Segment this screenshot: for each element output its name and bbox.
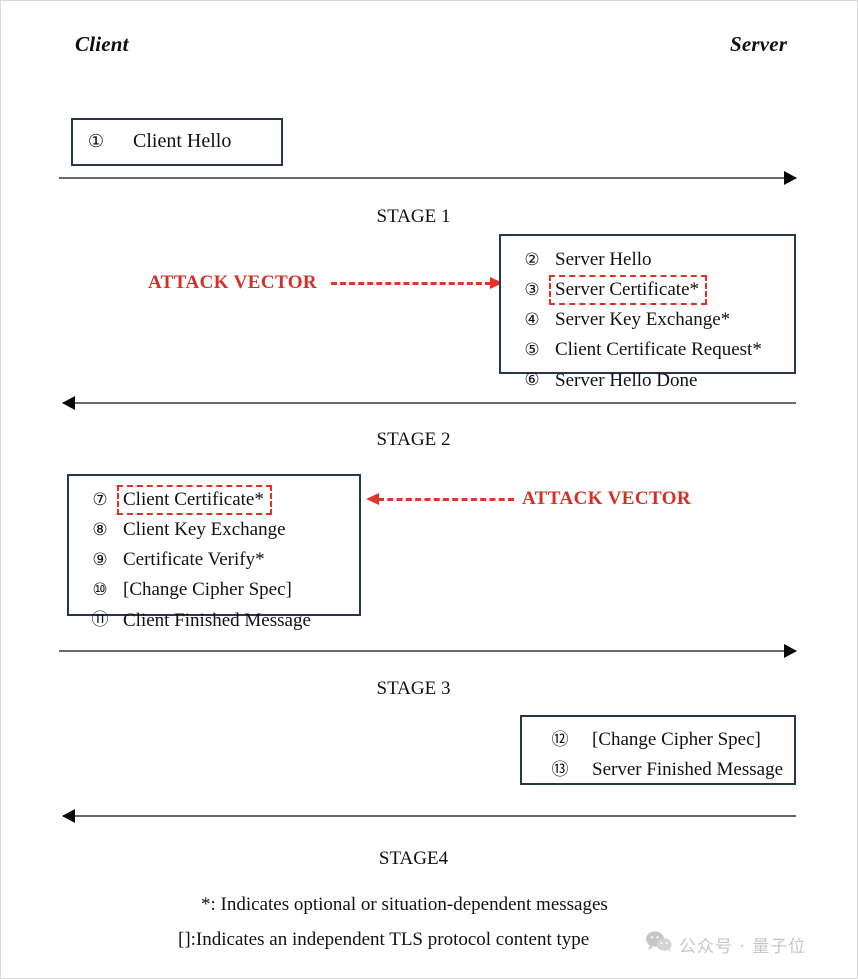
message-label: [Change Cipher Spec] <box>123 579 292 601</box>
message-row: ⑨ Certificate Verify* <box>83 545 359 575</box>
message-list: ⑫ [Change Cipher Spec] ⑬ Server Finished… <box>540 725 794 785</box>
message-row: ③ Server Certificate* <box>515 275 794 306</box>
arrow-head-left <box>62 396 75 410</box>
message-number: ⑬ <box>551 759 569 780</box>
attack-vector-label-server: ATTACK VECTOR <box>148 272 318 293</box>
message-row: ⑦ Client Certificate* <box>83 485 359 516</box>
attack-vector-label-client: ATTACK VECTOR <box>522 488 692 509</box>
arrow-head-right <box>784 171 797 185</box>
message-number: ① <box>87 131 105 152</box>
arrow-head-right <box>784 644 797 658</box>
dashed-line <box>378 498 514 501</box>
footnote-asterisk: *: Indicates optional or situation-depen… <box>201 894 608 915</box>
message-label: [Change Cipher Spec] <box>592 729 761 750</box>
message-row: ⑩ [Change Cipher Spec] <box>83 575 359 605</box>
message-label: Server Key Exchange* <box>555 309 731 331</box>
server-column-heading: Server <box>730 32 788 56</box>
message-label-highlighted: Client Certificate* <box>117 485 272 516</box>
message-label: Server Hello <box>555 249 652 270</box>
message-row: ⑧ Client Key Exchange <box>83 515 359 545</box>
message-number: ⑩ <box>92 579 108 600</box>
attack-vector-arrow-client <box>366 493 514 505</box>
wechat-icon <box>646 931 672 957</box>
message-label: Client Certificate Request* <box>555 339 762 361</box>
message-label-highlighted: Server Certificate* <box>549 275 708 306</box>
flow-arrow-stage-2 <box>62 396 796 410</box>
message-number: ⑦ <box>92 489 108 510</box>
arrow-head-left <box>62 809 75 823</box>
arrow-shaft <box>63 815 796 817</box>
message-number: ⑫ <box>551 729 569 750</box>
watermark-text: 公众号 · 量子位 <box>679 936 807 957</box>
message-number: ⑤ <box>524 339 540 360</box>
message-label: Server Hello Done <box>555 369 698 391</box>
attack-vector-arrow-server <box>331 277 503 289</box>
stage-label-3: STAGE 3 <box>376 678 451 699</box>
message-number: ⑧ <box>92 519 108 540</box>
message-row: ⑪ Client Finished Message <box>83 606 359 636</box>
flow-arrow-stage-3 <box>59 644 797 658</box>
watermark: 公众号 · 量子位 <box>646 931 806 957</box>
arrow-head-left <box>366 493 379 505</box>
stage-label-4: STAGE4 <box>378 848 449 869</box>
stage-label-2: STAGE 2 <box>376 429 451 450</box>
message-number: ⑪ <box>91 610 109 631</box>
arrow-shaft <box>59 177 796 179</box>
footnote-brackets: []:Indicates an independent TLS protocol… <box>178 929 590 950</box>
message-label: Server Finished Message <box>592 759 784 781</box>
arrow-shaft <box>59 650 796 652</box>
message-number: ⑨ <box>92 549 108 570</box>
message-row: ⑫ [Change Cipher Spec] <box>540 725 794 755</box>
message-number: ③ <box>524 279 540 300</box>
message-row: ⑬ Server Finished Message <box>540 755 794 785</box>
message-number: ② <box>524 249 540 270</box>
message-label: Client Hello <box>133 130 232 153</box>
message-list: ② Server Hello ③ Server Certificate* ④ S… <box>515 245 794 396</box>
message-box-client-hello: ① Client Hello <box>71 118 283 166</box>
message-row: ⑥ Server Hello Done <box>515 366 794 396</box>
message-label: Certificate Verify* <box>123 549 265 571</box>
message-label: Client Key Exchange <box>123 519 286 541</box>
message-label: Client Finished Message <box>123 609 311 631</box>
message-number: ⑥ <box>524 370 540 391</box>
flow-arrow-stage-1 <box>59 171 797 185</box>
stage-label-1: STAGE 1 <box>376 206 451 227</box>
message-row: ② Server Hello <box>515 245 794 275</box>
dashed-line <box>331 282 491 285</box>
message-row: ④ Server Key Exchange* <box>515 305 794 335</box>
arrow-shaft <box>63 402 796 404</box>
message-number: ④ <box>524 309 540 330</box>
client-column-heading: Client <box>75 32 129 56</box>
message-box-server-stage-1: ② Server Hello ③ Server Certificate* ④ S… <box>499 234 796 391</box>
message-list: ⑦ Client Certificate* ⑧ Client Key Excha… <box>83 485 359 636</box>
message-box-server-stage-3: ⑫ [Change Cipher Spec] ⑬ Server Finished… <box>520 715 796 785</box>
flow-arrow-stage-4 <box>62 809 796 823</box>
message-row: ⑤ Client Certificate Request* <box>515 335 794 365</box>
message-box-client-stage-2: ⑦ Client Certificate* ⑧ Client Key Excha… <box>67 474 361 631</box>
